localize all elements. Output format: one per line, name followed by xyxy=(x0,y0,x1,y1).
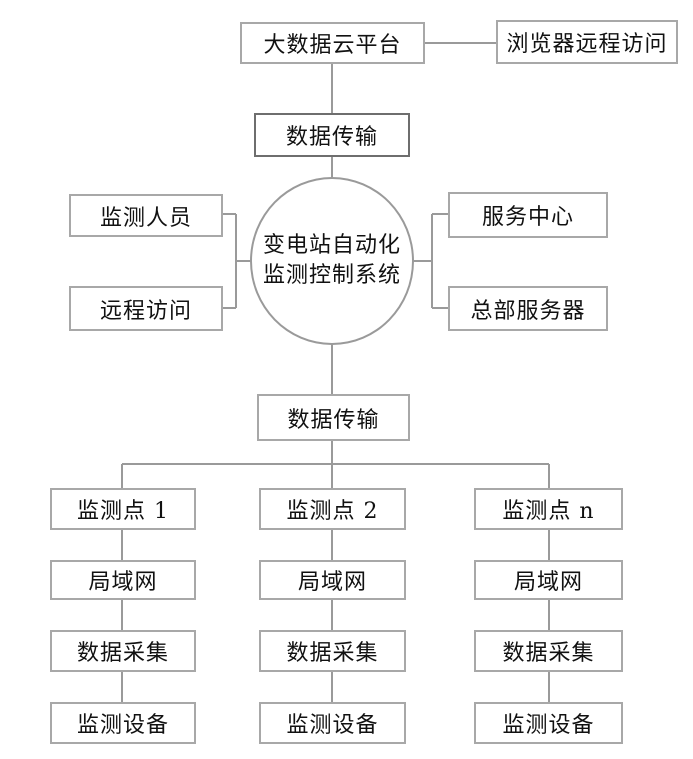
service-center-box: 服务中心 xyxy=(448,192,608,238)
monitor-staff-box: 监测人员 xyxy=(69,194,223,237)
monitor-device-n-box: 监测设备 xyxy=(474,702,623,744)
data-collect-1-box: 数据采集 xyxy=(50,630,196,672)
lan-n-box: 局域网 xyxy=(474,560,623,600)
monitor-point-2-box: 监测点 2 xyxy=(259,488,406,530)
monitor-device-1-box: 监测设备 xyxy=(50,702,196,744)
transmission-top-box: 数据传输 xyxy=(254,113,410,157)
monitor-point-1-box: 监测点 1 xyxy=(50,488,196,530)
transmission-bottom-box: 数据传输 xyxy=(257,394,410,441)
remote-access-box: 远程访问 xyxy=(69,286,223,331)
data-collect-2-box: 数据采集 xyxy=(259,630,406,672)
browser-access-box: 浏览器远程访问 xyxy=(496,20,678,64)
lan-2-box: 局域网 xyxy=(259,560,406,600)
data-collect-n-box: 数据采集 xyxy=(474,630,623,672)
core-system-circle: 变电站自动化 监测控制系统 xyxy=(250,177,414,345)
monitor-device-2-box: 监测设备 xyxy=(259,702,406,744)
hq-server-box: 总部服务器 xyxy=(448,286,608,331)
lan-1-box: 局域网 xyxy=(50,560,196,600)
core-system-label-line1: 变电站自动化 xyxy=(262,233,401,258)
monitor-point-n-box: 监测点 n xyxy=(474,488,623,530)
cloud-platform-box: 大数据云平台 xyxy=(240,22,425,64)
core-system-label-line2: 监测控制系统 xyxy=(262,263,401,288)
